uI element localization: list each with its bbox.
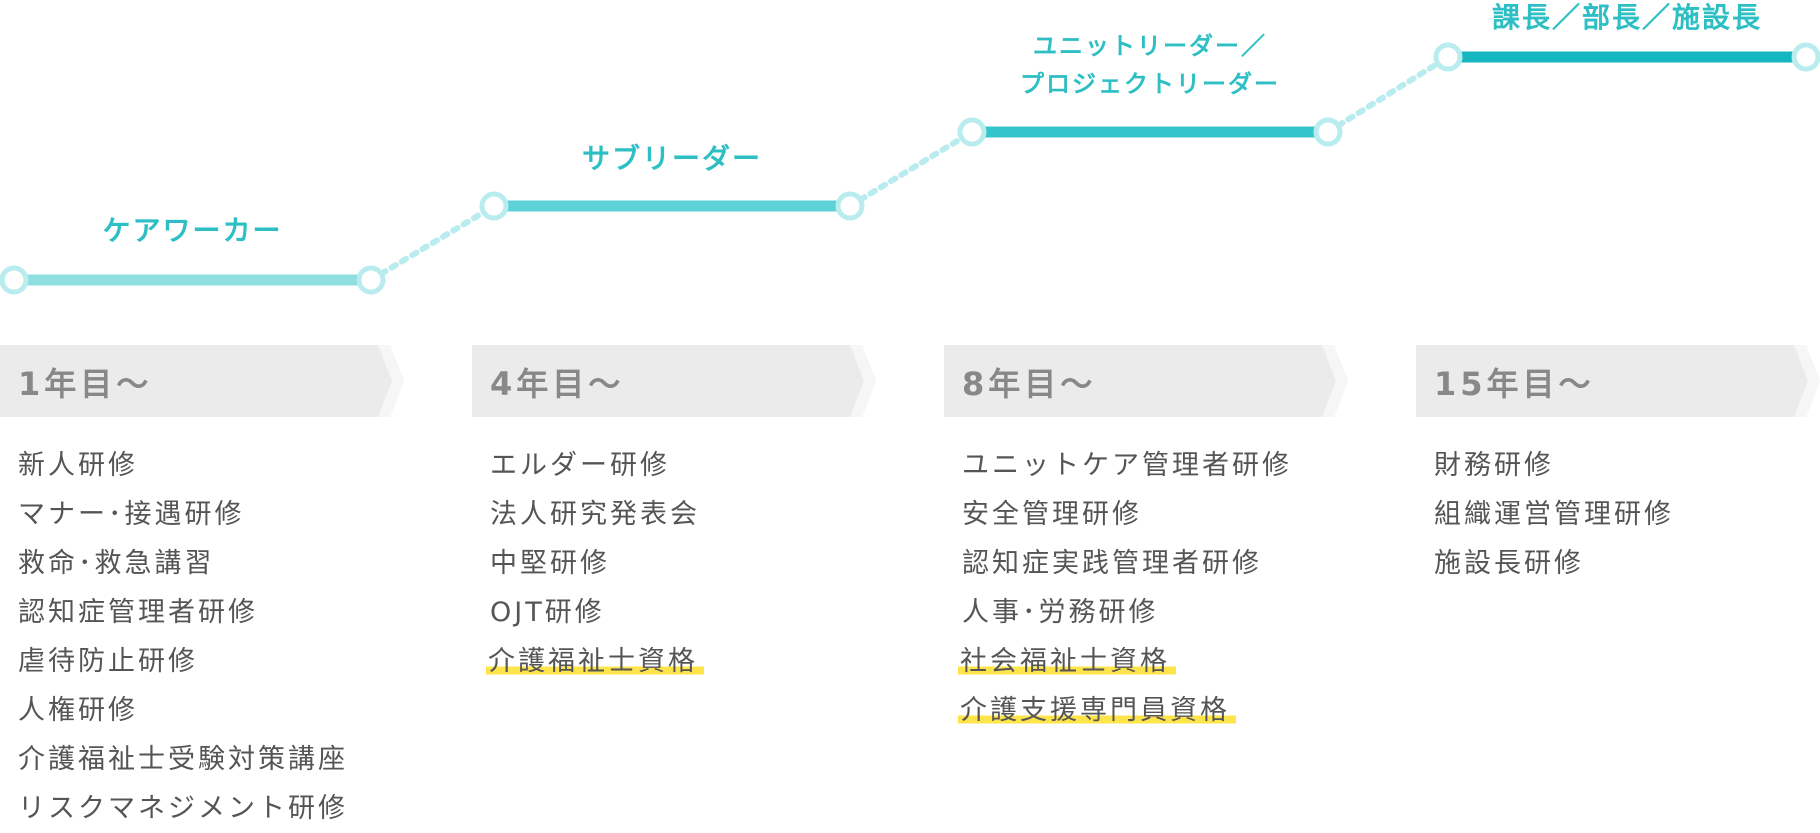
dotted-connector-3 [1325,54,1451,135]
training-item: 施設長研修 [1434,539,1674,588]
career-node-2-end [835,191,865,221]
career-node-1-end [356,265,386,295]
training-item: 組織運営管理研修 [1434,490,1674,539]
training-label: 救命･救急講習 [18,548,215,579]
year-label: 8年目～ [962,365,1097,403]
training-label: 組織運営管理研修 [1434,499,1674,530]
training-item: 人権研修 [18,686,348,735]
training-label: 安全管理研修 [962,499,1142,530]
year-column-1: 1年目～ 新人研修マナー･接遇研修救命･救急講習認知症管理者研修虐待防止研修人権研… [0,345,404,824]
dotted-connector-2 [847,129,975,209]
training-item: 法人研究発表会 [490,490,704,539]
training-item: マナー･接遇研修 [18,490,348,539]
career-node-2-start [479,191,509,221]
role-title-4: 課長／部長／施設長 [1492,1,1762,34]
role-title-1: ケアワーカー [102,214,282,247]
year-banner: 1年目～ [0,345,404,417]
year-banner: 4年目～ [472,345,876,417]
training-list: ユニットケア管理者研修安全管理研修認知症実践管理者研修人事･労務研修社会福祉士資… [958,441,1292,735]
training-item: リスクマネジメント研修 [18,784,348,833]
career-ladder-diagram: ケアワーカー サブリーダー ユニットリーダー／ プロジェクトリーダー 課長／部長／施設長 [0,1,1820,295]
training-item: ユニットケア管理者研修 [962,441,1292,490]
training-item: 新人研修 [18,441,348,490]
training-item: 介護福祉士受験対策講座 [18,735,348,784]
role-title-3-line-2: プロジェクトリーダー [1020,70,1280,98]
training-item: 認知症管理者研修 [18,588,348,637]
training-item: 虐待防止研修 [18,637,348,686]
training-label: マナー･接遇研修 [18,499,245,530]
training-item: 安全管理研修 [962,490,1292,539]
qualification-label: 介護支援専門員資格 [958,695,1236,726]
training-label: 財務研修 [1434,450,1554,481]
year-column-2: 4年目～ エルダー研修法人研究発表会中堅研修 OJT研修介護福祉士資格 [472,345,876,677]
training-item: 中堅研修 [490,539,704,588]
training-item: 人事･労務研修 [962,588,1292,637]
role-title-3-line-1: ユニットリーダー／ [1033,32,1267,60]
year-column-4: 15年目～ 財務研修組織運営管理研修施設長研修 [1416,345,1820,579]
career-node-4-start [1433,42,1463,72]
training-label: OJT研修 [490,597,605,628]
career-node-3-end [1313,117,1343,147]
banner-arrow-shape [472,345,876,417]
qualification-item: 介護支援専門員資格 [958,686,1292,735]
year-columns: 1年目～ 新人研修マナー･接遇研修救命･救急講習認知症管理者研修虐待防止研修人権研… [0,345,1820,824]
training-label: 人権研修 [18,695,138,726]
training-label: 施設長研修 [1434,548,1584,579]
training-label: 虐待防止研修 [18,646,198,677]
training-item: 財務研修 [1434,441,1674,490]
training-label: 法人研究発表会 [490,499,700,530]
training-item: 認知症実践管理者研修 [962,539,1292,588]
training-item: 救命･救急講習 [18,539,348,588]
career-node-3-start [957,117,987,147]
career-node-4-end [1791,42,1820,72]
training-label: ユニットケア管理者研修 [962,450,1292,481]
banner-arrow-shape [0,345,404,417]
career-node-1-start [0,265,29,295]
training-label: 認知症実践管理者研修 [962,548,1262,579]
training-item: OJT研修 [490,588,704,637]
training-label: 認知症管理者研修 [18,597,258,628]
year-label: 15年目～ [1434,365,1595,403]
qualification-label: 社会福祉士資格 [958,646,1176,677]
training-item: エルダー研修 [490,441,704,490]
training-label: 介護福祉士受験対策講座 [18,744,348,775]
year-label: 1年目～ [18,365,153,403]
training-label: 新人研修 [18,450,138,481]
banner-arrow-shape [944,345,1348,417]
qualification-item: 社会福祉士資格 [958,637,1292,686]
year-column-3: 8年目～ ユニットケア管理者研修安全管理研修認知症実践管理者研修人事･労務研修社会… [944,345,1348,726]
role-title-2: サブリーダー [582,142,762,175]
training-label: 人事･労務研修 [962,597,1159,628]
training-label: 中堅研修 [490,548,610,579]
qualification-item: 介護福祉士資格 [486,637,704,686]
year-banner: 15年目～ [1416,345,1820,417]
training-list: 新人研修マナー･接遇研修救命･救急講習認知症管理者研修虐待防止研修人権研修介護福… [18,441,348,833]
dotted-connector-1 [368,203,497,283]
qualification-label: 介護福祉士資格 [486,646,704,677]
training-label: エルダー研修 [490,450,670,481]
training-list: 財務研修組織運営管理研修施設長研修 [1434,441,1674,588]
year-label: 4年目～ [490,365,625,403]
banner-arrow-shape [1416,345,1820,417]
training-label: リスクマネジメント研修 [18,793,348,824]
year-banner: 8年目～ [944,345,1348,417]
training-list: エルダー研修法人研究発表会中堅研修 OJT研修介護福祉士資格 [486,441,704,686]
